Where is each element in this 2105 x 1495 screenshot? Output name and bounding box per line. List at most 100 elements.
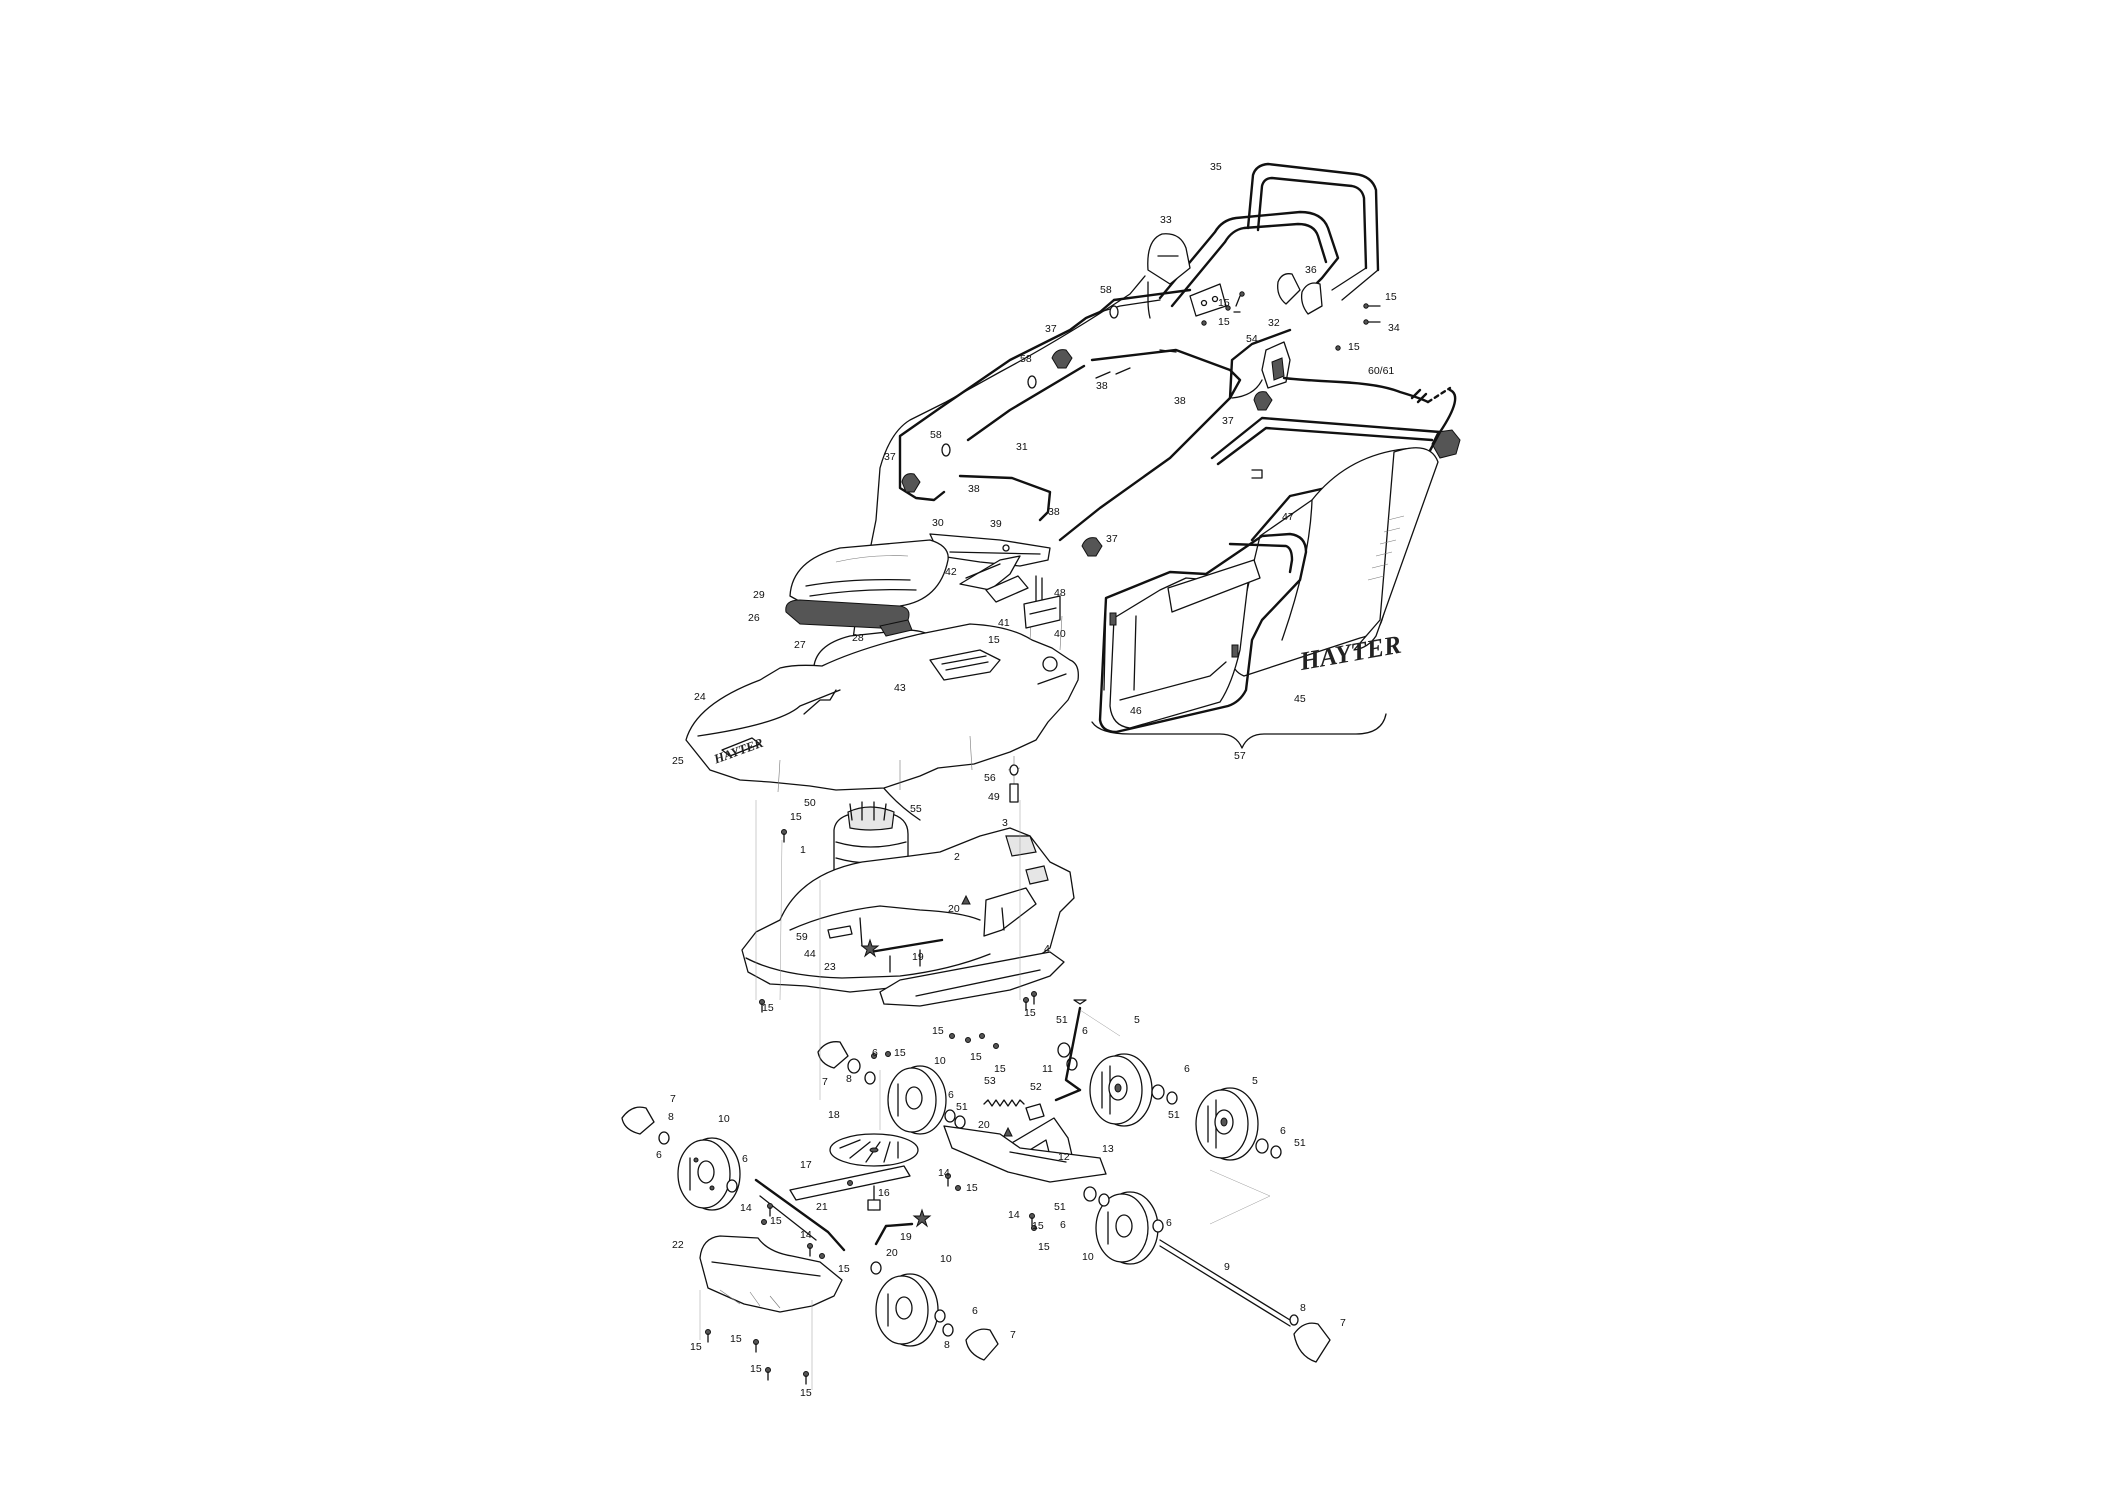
wheel-10-b	[677, 1137, 741, 1211]
callout-c15f: 15	[790, 811, 802, 823]
knob-37-mid	[1081, 537, 1103, 557]
callout-c7a: 7	[822, 1076, 828, 1088]
callout-c15p: 15	[838, 1263, 850, 1275]
triangle-marker	[961, 894, 971, 905]
callout-c59: 59	[796, 931, 808, 943]
callout-c2: 2	[954, 851, 960, 863]
grassbag-body-45	[1231, 447, 1439, 677]
callout-c38a: 38	[1096, 380, 1108, 392]
callout-c26: 26	[748, 612, 760, 624]
callout-c19b: 19	[900, 1231, 912, 1243]
callout-c5a: 5	[1134, 1014, 1140, 1026]
callout-c14d: 14	[800, 1229, 812, 1241]
callout-c10b: 10	[718, 1113, 730, 1125]
callout-c6j: 6	[972, 1305, 978, 1317]
lower-screws	[705, 1173, 1037, 1385]
blade-bolt-16	[867, 1185, 881, 1211]
callout-c20b: 20	[978, 1119, 990, 1131]
top-cover-24	[685, 605, 1079, 793]
callout-c33: 33	[1160, 214, 1172, 226]
wheel-10-d	[875, 1273, 939, 1347]
callout-c58b: 58	[1020, 353, 1032, 365]
cable-clip-33	[1147, 233, 1191, 285]
callout-c49: 49	[988, 791, 1000, 803]
callout-c15u: 15	[800, 1387, 812, 1399]
switch-box-54	[1261, 341, 1291, 389]
callout-c8d: 8	[1300, 1302, 1306, 1314]
brace-57	[1091, 713, 1387, 749]
wheel-5-b	[1195, 1087, 1259, 1161]
callout-c15s: 15	[730, 1333, 742, 1345]
callout-c15g: 15	[762, 1002, 774, 1014]
knob-37-left	[901, 473, 921, 493]
callout-c38d: 38	[1048, 506, 1060, 518]
callout-c7d: 7	[1340, 1317, 1346, 1329]
callout-c12: 12	[1058, 1151, 1070, 1163]
callout-c8c: 8	[944, 1339, 950, 1351]
brand-badge-25	[721, 737, 761, 757]
callout-c7b: 7	[670, 1093, 676, 1105]
clip-28	[879, 619, 913, 637]
callout-c30: 30	[932, 517, 944, 529]
callout-c10a: 10	[934, 1055, 946, 1067]
callout-c29: 29	[753, 589, 765, 601]
callout-c37a: 37	[1045, 323, 1057, 335]
hubcap-7-d	[1293, 1322, 1331, 1363]
callout-c8a: 8	[846, 1073, 852, 1085]
cover-29	[789, 539, 949, 610]
callout-c13: 13	[1102, 1143, 1114, 1155]
handle-knob-36	[1277, 273, 1301, 305]
assembly-leaders	[699, 800, 1271, 1390]
callout-c15a: 15	[1385, 291, 1397, 303]
callout-c15m: 15	[966, 1182, 978, 1194]
callout-c1: 1	[800, 844, 806, 856]
callout-c53: 53	[984, 1075, 996, 1087]
callout-c15l: 15	[994, 1063, 1006, 1075]
callout-c25: 25	[672, 755, 684, 767]
callout-c39: 39	[990, 518, 1002, 530]
washer-58-a	[1109, 305, 1119, 319]
callout-c18: 18	[828, 1109, 840, 1121]
callout-c51b: 51	[1168, 1109, 1180, 1121]
callout-c40: 40	[1054, 628, 1066, 640]
spring-53	[983, 1099, 1025, 1107]
callout-c54: 54	[1246, 333, 1258, 345]
callout-c15o: 15	[1032, 1220, 1044, 1232]
callout-c6d: 6	[948, 1089, 954, 1101]
blade-17	[789, 1165, 911, 1201]
callout-c15r: 15	[690, 1341, 702, 1353]
callout-c10d: 10	[940, 1253, 952, 1265]
callout-c6b: 6	[872, 1047, 878, 1059]
callout-c14b: 14	[740, 1202, 752, 1214]
callout-c38b: 38	[1174, 395, 1186, 407]
drive-shaft-19	[868, 938, 944, 973]
wheel-10-c	[1095, 1191, 1159, 1265]
callout-c35: 35	[1210, 161, 1222, 173]
callout-c55: 55	[910, 803, 922, 815]
callout-c20c: 20	[886, 1247, 898, 1259]
bushes	[658, 1042, 1299, 1337]
callout-c15e: 15	[988, 634, 1000, 646]
vertical-fixings	[759, 756, 1037, 1059]
deck-3	[741, 827, 1075, 993]
knob-37-top	[1051, 349, 1073, 369]
drive-rod-19-b	[874, 1208, 932, 1246]
callout-c22: 22	[672, 1239, 684, 1251]
callout-c10c: 10	[1082, 1251, 1094, 1263]
callout-c5b: 5	[1252, 1075, 1258, 1087]
callout-c38c: 38	[968, 483, 980, 495]
callout-c44: 44	[804, 948, 816, 960]
callout-c31: 31	[1016, 441, 1028, 453]
callout-c24: 24	[694, 691, 706, 703]
callout-c34: 34	[1388, 322, 1400, 334]
fan-18	[829, 1133, 919, 1167]
callout-c9: 9	[1224, 1261, 1230, 1273]
cover-part-42	[959, 555, 1021, 591]
height-adjust-lever-11	[1054, 999, 1087, 1102]
axle-bracket-13	[943, 1117, 1107, 1183]
callout-c4: 4	[1044, 943, 1050, 955]
callout-c6e: 6	[1280, 1125, 1286, 1137]
callout-c37b: 37	[1222, 415, 1234, 427]
